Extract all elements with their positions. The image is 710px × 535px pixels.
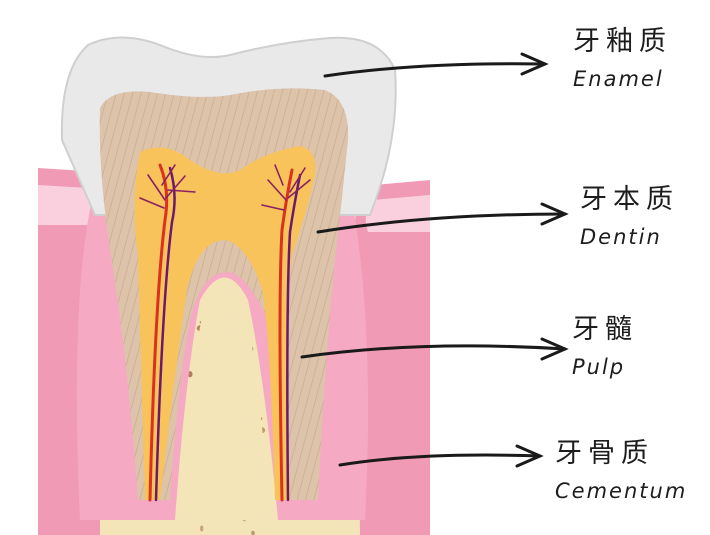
label-cementum-zh: 牙骨质 bbox=[555, 438, 654, 469]
label-enamel: 牙釉质 Enamel bbox=[573, 28, 672, 90]
label-cementum: 牙骨质 Cementum bbox=[555, 440, 687, 502]
label-enamel-zh: 牙釉质 bbox=[573, 26, 672, 57]
label-arrows bbox=[300, 52, 569, 468]
label-pulp-en: Pulp bbox=[572, 355, 626, 379]
root-gap-gum bbox=[182, 287, 270, 520]
pulp bbox=[134, 146, 316, 500]
gum-left-highlight bbox=[38, 185, 95, 225]
gum-right bbox=[354, 180, 430, 535]
arrow-enamel-icon bbox=[323, 52, 549, 78]
label-enamel-en: Enamel bbox=[573, 67, 664, 91]
arrow-pulp-icon bbox=[300, 337, 569, 361]
label-dentin-zh: 牙本质 bbox=[580, 184, 679, 215]
blood-vessels bbox=[139, 163, 311, 502]
arrow-cementum-icon bbox=[338, 444, 544, 468]
label-cementum-en: Cementum bbox=[555, 479, 688, 503]
label-pulp-zh: 牙髓 bbox=[572, 314, 638, 345]
label-pulp: 牙髓 Pulp bbox=[572, 316, 638, 378]
label-dentin-en: Dentin bbox=[580, 225, 662, 249]
bone-pore bbox=[200, 525, 204, 532]
bone-pore bbox=[251, 530, 255, 535]
label-dentin: 牙本质 Dentin bbox=[580, 186, 679, 248]
arrow-dentin-icon bbox=[316, 202, 569, 234]
